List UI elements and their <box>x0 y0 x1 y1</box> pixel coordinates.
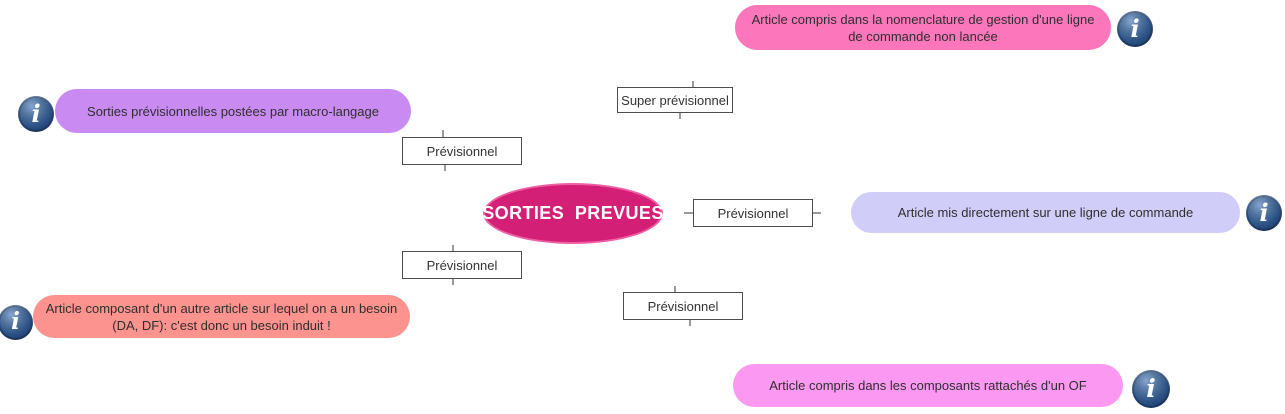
info-icon-glyph: i <box>1130 13 1140 43</box>
bubble-besoin-induit: Article composant d'un autre article sur… <box>33 295 410 338</box>
info-icon-glyph: i <box>1259 197 1269 227</box>
connector-stub <box>442 130 444 137</box>
label-box-previsionnel-bottom-left: Prévisionnel <box>402 251 522 279</box>
info-icon[interactable]: i <box>18 96 54 132</box>
connector-stub <box>692 81 694 87</box>
label-box-super-previsionnel: Super prévisionnel <box>617 87 733 113</box>
info-icon[interactable]: i <box>1132 370 1170 408</box>
connector-stub <box>674 286 676 292</box>
info-icon-glyph: i <box>11 308 20 335</box>
label-box-previsionnel-bottom-mid: Prévisionnel <box>623 292 743 320</box>
label-box-previsionnel-right: Prévisionnel <box>693 199 813 227</box>
info-icon-glyph: i <box>1146 373 1156 403</box>
connector-stub <box>452 245 454 251</box>
bubble-nomenclature-gestion: Article compris dans la nomenclature de … <box>735 5 1111 50</box>
connector-stub <box>452 279 454 285</box>
info-icon[interactable]: i <box>1246 195 1282 231</box>
info-icon[interactable]: i <box>0 305 33 340</box>
label-box-previsionnel-top-left: Prévisionnel <box>402 137 522 165</box>
connector-stub <box>679 113 681 119</box>
info-icon[interactable]: i <box>1117 11 1153 47</box>
central-node-sorties-prevues: SORTIES PREVUES <box>482 183 663 244</box>
connector-stub <box>684 212 693 214</box>
connector-stub <box>813 212 821 214</box>
info-icon-glyph: i <box>31 98 41 128</box>
bubble-macro-langage: Sorties prévisionnelles postées par macr… <box>55 89 411 133</box>
bubble-ligne-de-commande: Article mis directement sur une ligne de… <box>851 192 1240 233</box>
bubble-composants-of: Article compris dans les composants ratt… <box>733 364 1123 407</box>
connector-stub <box>689 320 691 326</box>
connector-stub <box>444 165 446 171</box>
